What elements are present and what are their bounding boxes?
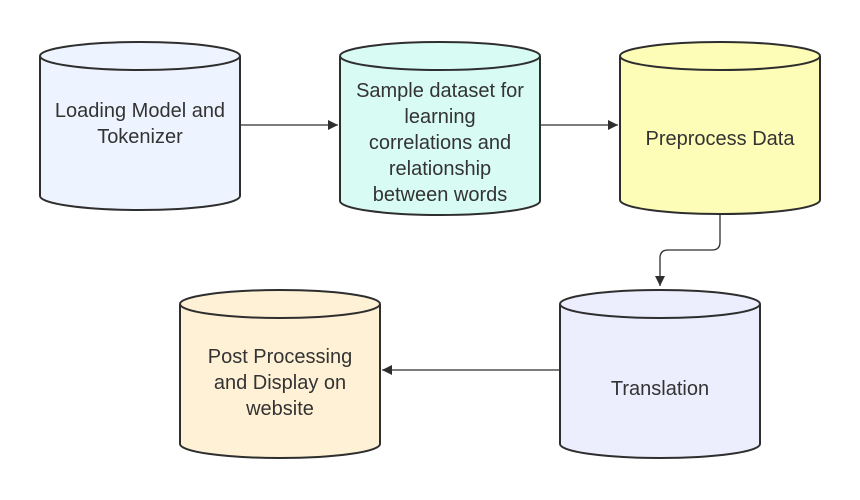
node-label-line: Preprocess Data <box>646 128 796 150</box>
node-label-line: Sample dataset for <box>356 80 524 102</box>
node-sample-dataset: Sample dataset for learning correlations a… <box>339 41 541 216</box>
cylinder-top-rim <box>179 303 381 319</box>
cylinder-top-rim <box>619 55 821 71</box>
node-preprocess-data: Preprocess Data <box>619 41 821 215</box>
node-label: Translation <box>611 378 709 400</box>
cylinder-top-rim <box>559 303 761 319</box>
cylinder-top-rim <box>39 55 241 71</box>
node-label: Sample dataset for learning correlations a… <box>356 80 524 206</box>
node-label-line: correlations and <box>369 132 511 154</box>
node-label-line: and Display on <box>214 372 346 394</box>
node-label-line: Tokenizer <box>97 126 183 148</box>
node-post-processing-display: Post Processing and Display on website <box>179 289 381 459</box>
node-label-line: Loading Model and <box>55 100 225 122</box>
node-label-line: Translation <box>611 378 709 400</box>
cylinder-body <box>179 289 381 459</box>
node-label-line: between words <box>373 184 508 206</box>
edge-preprocess-to-translation <box>655 214 721 286</box>
cylinder-top-rim <box>339 55 541 71</box>
node-label-line: learning <box>404 106 475 128</box>
node-label: Preprocess Data <box>646 128 796 150</box>
node-label-line: relationship <box>389 158 491 180</box>
node-label-line: Post Processing <box>208 346 353 368</box>
edges-layer <box>240 120 721 375</box>
node-translation: Translation <box>559 289 761 459</box>
cylinder-body <box>339 41 541 216</box>
node-label-line: website <box>245 398 314 420</box>
cylinder-body <box>39 41 241 211</box>
node-label: Post Processing and Display on website <box>208 346 353 420</box>
cylinder-body <box>619 41 821 215</box>
cylinder-body <box>559 289 761 459</box>
